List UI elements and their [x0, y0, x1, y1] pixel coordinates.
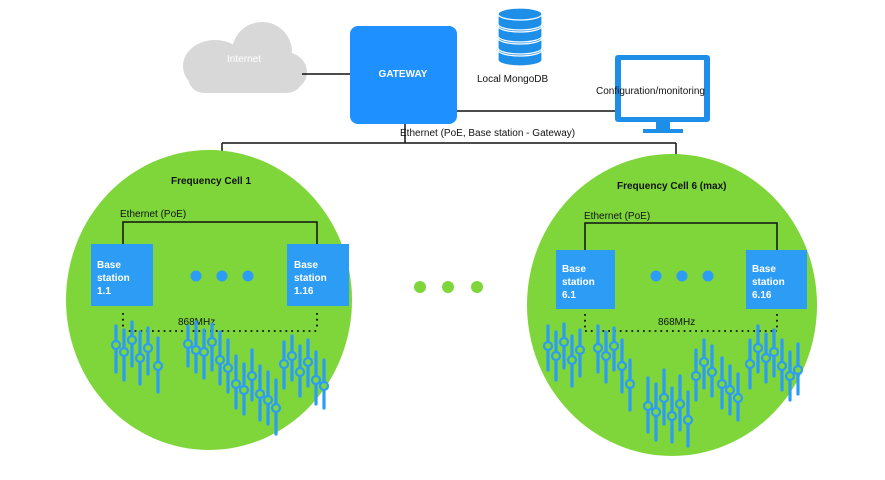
sensor-tag-knob — [574, 344, 586, 356]
sensor-tag-knob — [126, 334, 138, 346]
sensor-tag-knob — [752, 342, 764, 354]
monitor: Configuration/monitoring — [596, 55, 710, 133]
base-station: Base station 1.16 — [287, 244, 349, 306]
sensor-tag-knob — [278, 358, 290, 370]
base-station: Base station 6.1 — [556, 250, 615, 309]
sensor-tag-knob — [558, 336, 570, 348]
radio-label: 868MHz — [658, 317, 695, 328]
sensor-tag-knob — [650, 406, 662, 418]
station-label: station — [752, 277, 785, 288]
database-icon — [497, 7, 543, 67]
sensor-tag-knob — [600, 350, 612, 362]
sensor-tag-knob — [310, 374, 322, 386]
sensor-tag-knob — [566, 354, 578, 366]
sensor-tag-knob — [230, 378, 242, 390]
station-label: 6.16 — [752, 290, 772, 301]
sensor-tag-knob — [792, 364, 804, 376]
sensor-tag-knob — [254, 388, 266, 400]
base-station: Base station 1.1 — [91, 244, 153, 306]
sensor-tag-knob — [214, 354, 226, 366]
sensor-tag-knob — [270, 402, 282, 414]
station-label: station — [562, 277, 595, 288]
monitor-label: Configuration/monitoring — [596, 86, 705, 97]
station-ellipsis-dots — [650, 270, 714, 282]
sensor-tag-knob — [294, 366, 306, 378]
database-label: Local MongoDB — [477, 74, 548, 85]
station-label: Base — [294, 260, 318, 271]
cloud-icon — [183, 22, 307, 93]
sensor-tag-knob — [760, 352, 772, 364]
sensor-tag-knob — [302, 356, 314, 368]
internet-label: Internet — [227, 54, 261, 65]
sensor-tag-knob — [724, 384, 736, 396]
sensor-tag-knob — [222, 362, 234, 374]
sensor-tag-knob — [142, 342, 154, 354]
station-label: 1.1 — [97, 286, 111, 297]
sensor-tag-knob — [744, 358, 756, 370]
sensor-tag-knob — [706, 366, 718, 378]
sensor-tag-knob — [206, 336, 218, 348]
sensor-tag-knob — [286, 350, 298, 362]
station-label: Base — [752, 264, 776, 275]
station-label: 1.16 — [294, 286, 314, 297]
sensor-tags — [542, 322, 804, 448]
sensor-tag-knob — [134, 352, 146, 364]
sensor-tag-knob — [616, 360, 628, 372]
station-label: Base — [97, 260, 121, 271]
database: Local MongoDB — [477, 7, 548, 85]
sensor-tag-knob — [190, 344, 202, 356]
gateway-box: GATEWAY — [350, 26, 457, 124]
sensor-tag-knob — [674, 398, 686, 410]
internet-cloud: Internet — [183, 22, 307, 93]
cell-ethernet-label: Ethernet (PoE) — [584, 211, 650, 222]
sensor-tag-knob — [624, 378, 636, 390]
gateway-label: GATEWAY — [379, 69, 428, 80]
cell-ethernet-bus — [584, 222, 778, 250]
sensor-tag-knob — [608, 340, 620, 352]
frequency-cell-1: Frequency Cell 1 Ethernet (PoE) Base sta… — [66, 150, 352, 450]
sensor-tag-knob — [690, 370, 702, 382]
sensor-tag-knob — [768, 346, 780, 358]
station-label: Base — [562, 264, 586, 275]
sensor-tag-knob — [658, 392, 670, 404]
sensor-tag-knob — [118, 346, 130, 358]
base-station: Base station 6.16 — [746, 250, 807, 309]
frequency-cell-6: Frequency Cell 6 (max) Ethernet (PoE) Ba… — [527, 154, 817, 456]
sensor-tag-knob — [732, 392, 744, 404]
sensor-tag-knob — [238, 384, 250, 396]
station-label: 6.1 — [562, 290, 576, 301]
sensor-tag-knob — [262, 394, 274, 406]
sensor-tag-knob — [110, 339, 122, 351]
station-ellipsis-dots — [190, 270, 254, 282]
sensor-tag-knob — [784, 370, 796, 382]
sensor-tag-knob — [542, 340, 554, 352]
sensor-tag-knob — [698, 356, 710, 368]
backbone-label: Ethernet (PoE, Base station - Gateway) — [400, 128, 575, 139]
cell-ethernet-bus — [122, 221, 318, 244]
sensor-tags — [110, 320, 330, 436]
monitor-icon — [615, 55, 710, 133]
sensor-tag-knob — [776, 360, 788, 372]
sensor-tag-knob — [246, 370, 258, 382]
sensor-tag-knob — [682, 414, 694, 426]
cell-ellipsis-dots — [414, 281, 483, 293]
sensor-tag-knob — [182, 338, 194, 350]
sensor-tag-knob — [592, 342, 604, 354]
sensor-tag-knob — [642, 400, 654, 412]
station-label: station — [294, 273, 327, 284]
sensor-tag-knob — [318, 380, 330, 392]
sensor-tag-knob — [716, 378, 728, 390]
sensor-tag-knob — [198, 346, 210, 358]
cell-title: Frequency Cell 1 — [171, 176, 251, 187]
sensor-tag-knob — [550, 350, 562, 362]
cell-ethernet-label: Ethernet (PoE) — [120, 209, 186, 220]
cell-title: Frequency Cell 6 (max) — [617, 181, 726, 192]
sensor-tag-knob — [152, 360, 164, 372]
sensor-tag-knob — [666, 410, 678, 422]
station-label: station — [97, 273, 130, 284]
